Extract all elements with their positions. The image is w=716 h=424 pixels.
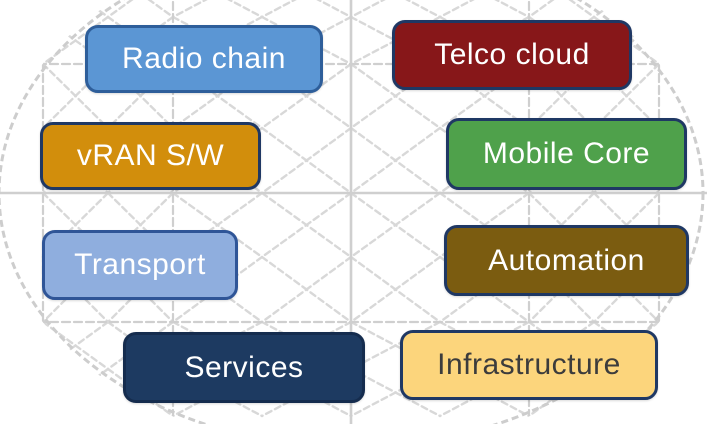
node-label: Mobile Core — [482, 137, 651, 170]
node-vran-sw: vRAN S/W — [40, 122, 261, 190]
node-infrastructure: Infrastructure — [400, 330, 658, 400]
node-services: Services — [123, 332, 365, 403]
node-label: vRAN S/W — [76, 139, 225, 172]
node-automation: Automation — [444, 225, 689, 296]
node-telco-cloud: Telco cloud — [392, 20, 632, 90]
node-transport: Transport — [42, 230, 238, 300]
node-label: Telco cloud — [434, 38, 590, 71]
node-label: Radio chain — [122, 42, 286, 75]
node-mobile-core: Mobile Core — [446, 118, 687, 190]
node-radio-chain: Radio chain — [85, 25, 323, 93]
node-label: Infrastructure — [437, 348, 621, 381]
node-label: Automation — [488, 243, 645, 277]
node-label: Services — [184, 350, 304, 384]
node-label: Transport — [74, 248, 206, 281]
